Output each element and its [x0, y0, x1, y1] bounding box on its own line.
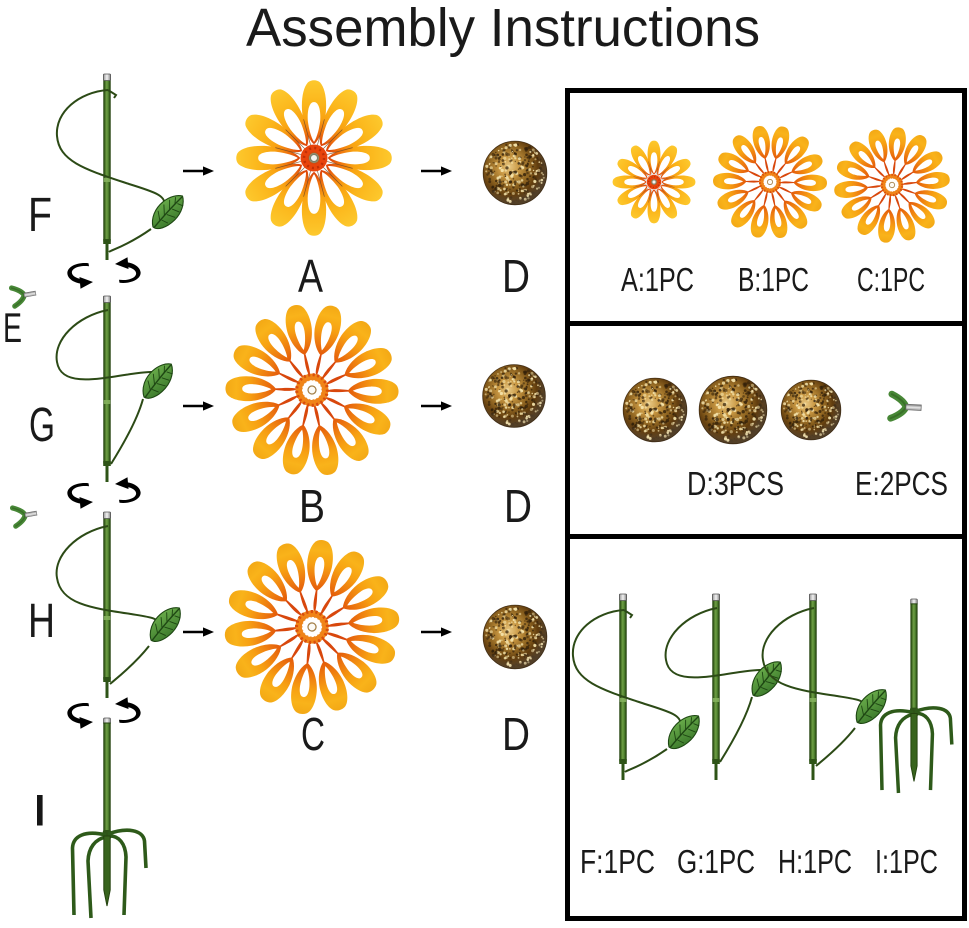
svg-text:F:1PC: F:1PC [580, 843, 655, 880]
svg-text:F: F [28, 189, 52, 242]
svg-text:D: D [502, 708, 530, 760]
svg-text:H: H [28, 595, 55, 648]
svg-text:E:2PCS: E:2PCS [855, 465, 948, 502]
svg-text:D: D [502, 250, 530, 302]
svg-text:D: D [504, 480, 532, 532]
svg-text:I:1PC: I:1PC [875, 843, 938, 880]
svg-text:B:1PC: B:1PC [738, 261, 809, 298]
svg-text:E: E [3, 304, 22, 351]
svg-text:C:1PC: C:1PC [857, 261, 925, 298]
svg-text:A: A [298, 250, 323, 302]
svg-text:G:1PC: G:1PC [677, 843, 755, 880]
svg-text:B: B [299, 480, 325, 532]
svg-text:H:1PC: H:1PC [778, 843, 852, 880]
svg-text:A:1PC: A:1PC [621, 261, 694, 298]
svg-text:D:3PCS: D:3PCS [687, 465, 784, 502]
svg-text:C: C [301, 708, 325, 760]
svg-text:Assembly Instructions: Assembly Instructions [246, 0, 760, 58]
svg-text:G: G [29, 399, 55, 452]
